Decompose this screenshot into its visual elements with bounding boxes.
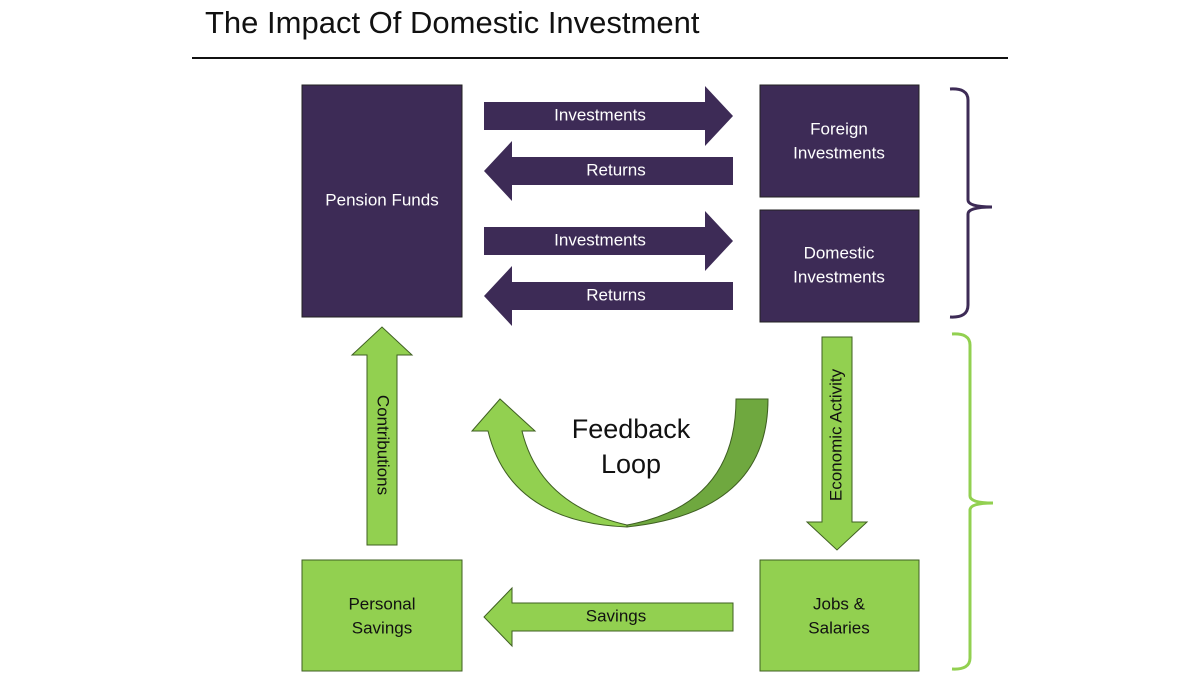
economy-bracket	[951, 332, 994, 671]
returns-foreign-label: Returns	[586, 160, 646, 179]
personal-label-1: Personal	[348, 594, 415, 613]
economic-activity-arrow: Economic Activity	[805, 336, 869, 551]
feedback-loop-arrow: Feedback Loop	[470, 398, 769, 528]
contributions-label: Contributions	[374, 395, 393, 495]
investments-domestic-label: Investments	[554, 230, 646, 249]
investments-bracket	[949, 87, 993, 319]
returns-domestic-arrow: Returns	[484, 266, 733, 326]
domestic-label-1: Domestic	[804, 243, 875, 262]
returns-domestic-label: Returns	[586, 285, 646, 304]
pension-funds-label: Pension Funds	[325, 190, 438, 209]
domestic-investments-box: Domestic Investments	[759, 209, 920, 323]
page-title: The Impact Of Domestic Investment	[205, 5, 700, 40]
personal-label-2: Savings	[352, 618, 412, 637]
foreign-label-1: Foreign	[810, 119, 868, 138]
economic-activity-label: Economic Activity	[826, 368, 845, 501]
returns-foreign-arrow: Returns	[484, 141, 733, 201]
jobs-label-2: Salaries	[808, 618, 869, 637]
investments-foreign-arrow: Investments	[484, 86, 733, 146]
jobs-salaries-box: Jobs & Salaries	[759, 559, 920, 672]
foreign-investments-box: Foreign Investments	[759, 84, 920, 198]
foreign-label-2: Investments	[793, 143, 885, 162]
personal-savings-box: Personal Savings	[301, 559, 463, 672]
jobs-label-1: Jobs &	[813, 594, 866, 613]
investments-domestic-arrow: Investments	[484, 211, 733, 271]
pension-funds-box: Pension Funds	[301, 84, 463, 318]
domestic-label-2: Investments	[793, 267, 885, 286]
investments-foreign-label: Investments	[554, 105, 646, 124]
feedback-label-2: Loop	[601, 449, 661, 479]
contributions-arrow: Contributions	[350, 326, 414, 546]
savings-arrow: Savings	[483, 586, 734, 648]
feedback-label-1: Feedback	[572, 414, 691, 444]
savings-label: Savings	[586, 606, 646, 625]
